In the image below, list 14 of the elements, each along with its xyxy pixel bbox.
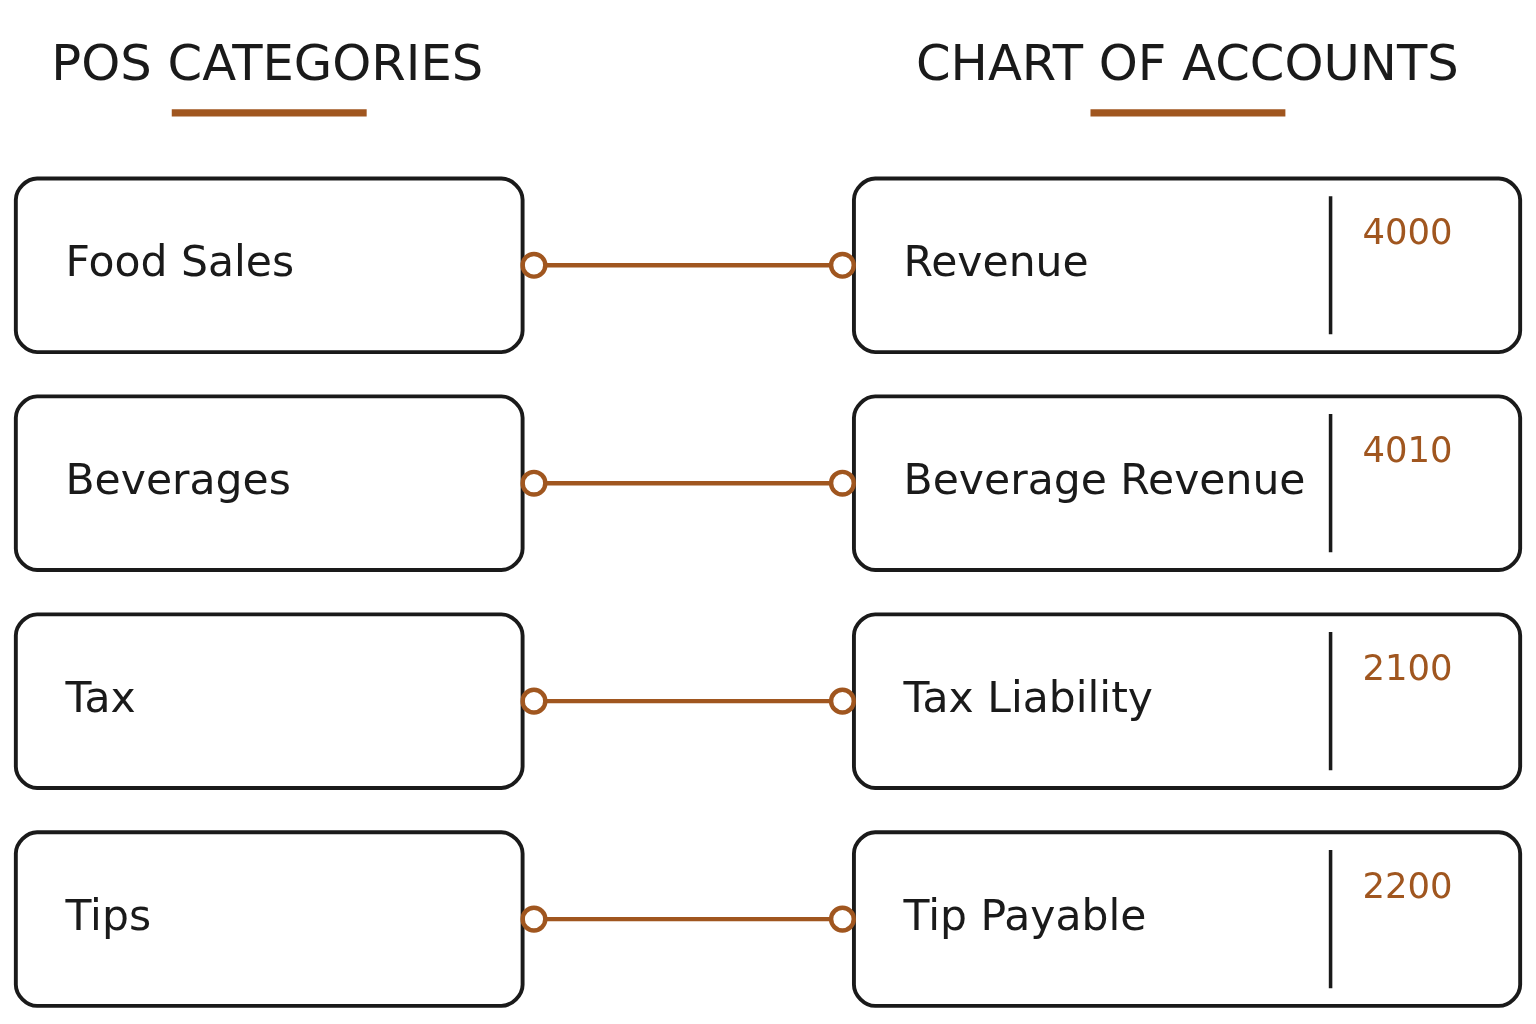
node-box: Revenue 4000: [852, 176, 1523, 355]
node-box: Tip Payable 2200: [852, 830, 1523, 1008]
connector: [520, 687, 856, 715]
node-box: Tips: [13, 830, 525, 1008]
connector: [520, 251, 856, 279]
node-box: Beverages: [13, 394, 525, 572]
label: POS CATEGORIES: [51, 33, 484, 92]
node-box: Tax: [13, 612, 525, 790]
node-box: Tax Liability 2100: [852, 612, 1523, 790]
label: CHART OF ACCOUNTS: [915, 33, 1459, 92]
node-box: Food Sales: [13, 176, 525, 355]
node-box: Beverage Revenue 4010: [852, 394, 1523, 572]
connector: [520, 469, 856, 497]
connector: [520, 905, 856, 933]
